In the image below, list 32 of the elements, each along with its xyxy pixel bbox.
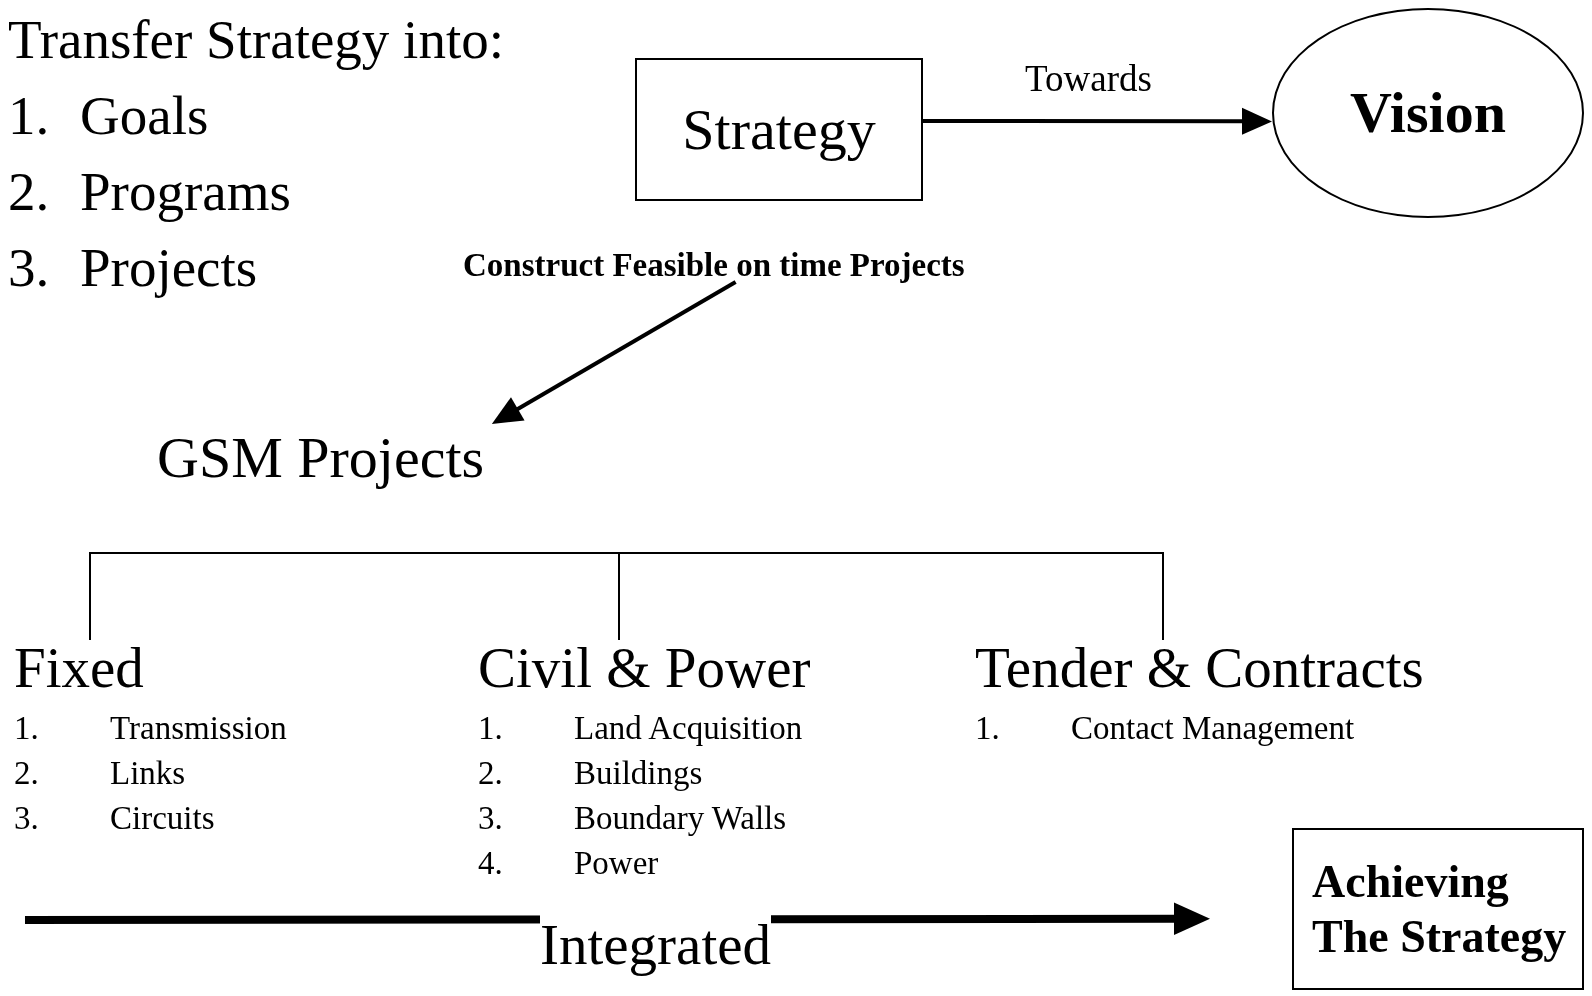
- list-item: 3.: [478, 800, 503, 838]
- heading-text: Civil & Power: [478, 635, 878, 701]
- list-item: Buildings: [574, 755, 703, 793]
- heading-text: Fixed: [14, 635, 174, 701]
- list-item: Transmission: [110, 710, 287, 748]
- list-item: 2.: [8, 160, 50, 224]
- list-item: Land Acquisition: [574, 710, 803, 748]
- list-item: Projects: [80, 236, 258, 300]
- list-item: 2.: [14, 755, 39, 793]
- list-item: Programs: [80, 160, 291, 224]
- list-item: 4.: [478, 845, 503, 883]
- list-item: Circuits: [110, 800, 215, 838]
- process-box: Achieving The Strategy: [1292, 828, 1584, 990]
- vision-ellipse: Vision: [1272, 8, 1584, 218]
- process-box: Strategy: [635, 58, 923, 201]
- list-item: Goals: [80, 84, 209, 148]
- heading-text: GSM Projects: [157, 425, 527, 491]
- list-item: Boundary Walls: [574, 800, 787, 838]
- list-item: 3.: [14, 800, 39, 838]
- list-item: Power: [574, 845, 659, 883]
- heading-text: Construct Feasible on time Projects: [463, 248, 1043, 284]
- list-item: 3.: [8, 236, 50, 300]
- list-item: 1.: [14, 710, 39, 748]
- heading-text: Tender & Contracts: [975, 635, 1495, 701]
- list-item: 1.: [975, 710, 1000, 748]
- list-item: Contact Management: [1071, 710, 1355, 748]
- heading-text: Transfer Strategy into:: [8, 8, 504, 72]
- list-item: 1.: [8, 84, 50, 148]
- edge-label: Integrated: [540, 912, 772, 978]
- list-item: 1.: [478, 710, 503, 748]
- list-item: 2.: [478, 755, 503, 793]
- list-item: Links: [110, 755, 186, 793]
